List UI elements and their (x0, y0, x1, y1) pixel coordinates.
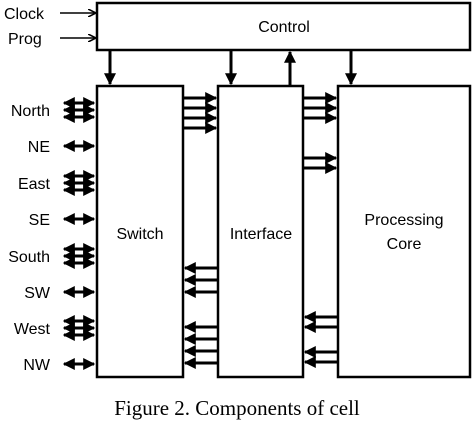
processing-core-block (336, 84, 472, 379)
clock-label: Clock (4, 6, 45, 23)
bus-arrows (183, 92, 338, 369)
direction-label-south: South (8, 249, 50, 266)
core-label-line2: Core (387, 236, 422, 253)
control-block (95, 1, 472, 52)
direction-label-nw: NW (23, 357, 51, 374)
direction-arrows (62, 97, 96, 370)
control-label: Control (258, 19, 310, 36)
figure-caption: Figure 2. Components of cell (114, 396, 360, 420)
direction-label-se: SE (29, 212, 50, 229)
switch-label: Switch (116, 226, 163, 243)
prog-label: Prog (8, 31, 42, 48)
interface-label: Interface (230, 226, 292, 243)
switch-block (95, 84, 185, 379)
interface-block (216, 84, 305, 379)
direction-label-ne: NE (28, 139, 50, 156)
core-label-line1: Processing (364, 212, 443, 229)
direction-label-east: East (18, 176, 51, 193)
direction-label-north: North (11, 103, 50, 120)
direction-label-west: West (14, 321, 51, 338)
direction-label-sw: SW (24, 285, 51, 302)
